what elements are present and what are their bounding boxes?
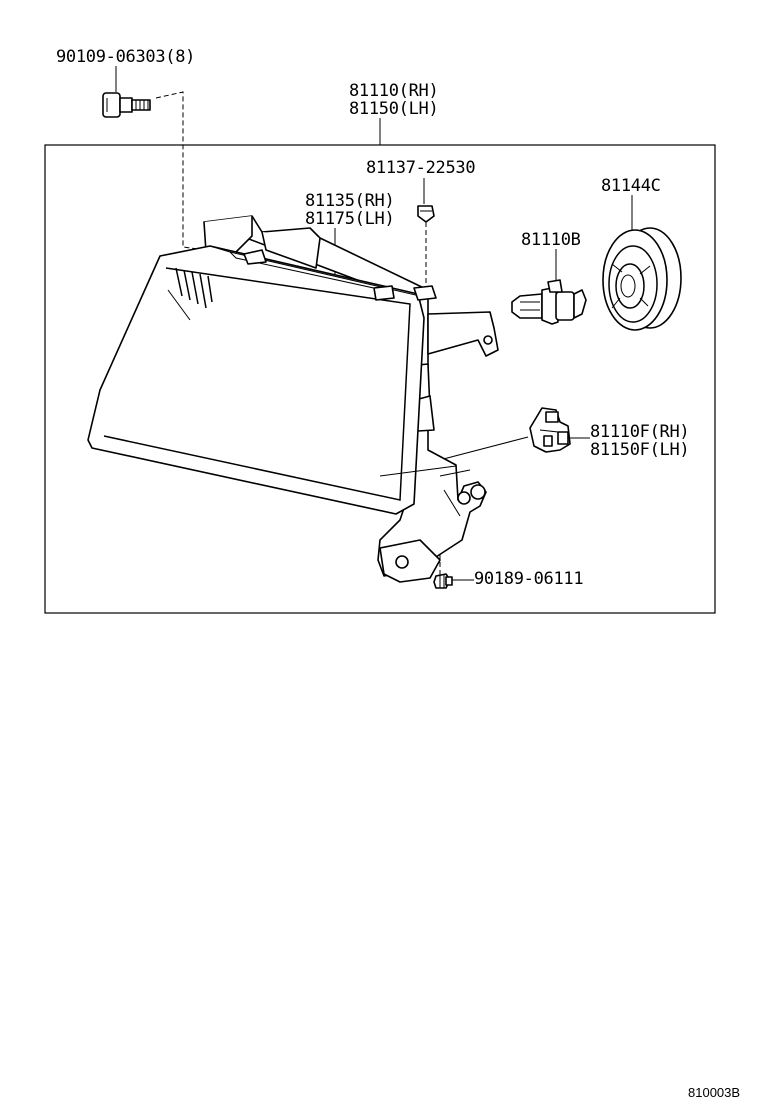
bolt-icon [102, 92, 151, 118]
socket-cover-part-number: 81144C [601, 176, 661, 196]
headlamp-unit-lh-part-number: 81150(LH) [349, 99, 438, 119]
lens-lh-part-number: 81175(LH) [305, 209, 394, 229]
bolt-part-number: 90109-06303(8) [56, 47, 195, 67]
bulb-part-number: 81110B [521, 230, 581, 250]
diagram-reference-number: 810003B [688, 1085, 740, 1100]
clip-icon [413, 205, 437, 301]
socket-cover-icon [602, 227, 682, 331]
bulb-socket-rh-part-number: 81110F(RH) [590, 422, 689, 442]
nut-icon [433, 573, 453, 589]
bulb-socket-icon [529, 407, 571, 453]
clip-part-number: 81137-22530 [366, 158, 475, 178]
headlamp-lens [87, 245, 457, 515]
lens-rh-part-number: 81135(RH) [305, 191, 394, 211]
bulb-socket-lh-part-number: 81150F(LH) [590, 440, 689, 460]
nut-part-number: 90189-06111 [474, 569, 583, 589]
bulb-icon [511, 279, 587, 325]
headlamp-unit-rh-part-number: 81110(RH) [349, 81, 438, 101]
